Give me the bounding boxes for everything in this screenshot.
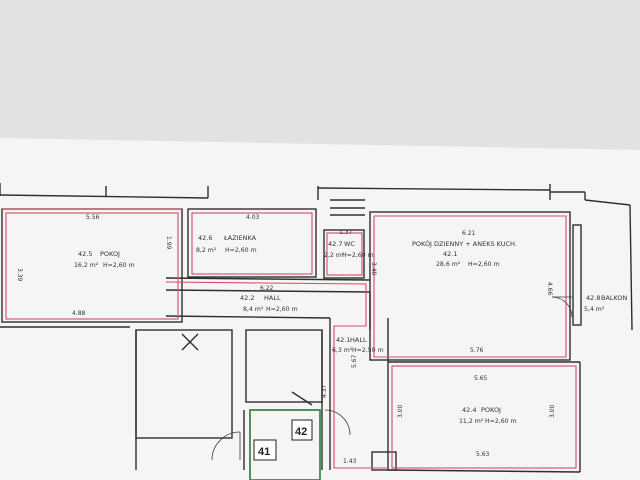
room-id-hall-2: 42.1 — [336, 336, 350, 344]
dim-4-66: 4.66 — [546, 282, 553, 296]
room-height-42-2: H=2,60 m — [266, 306, 298, 313]
dim-5-56: 5.56 — [86, 214, 100, 221]
room-area-42-4: 11,2 m² — [459, 418, 484, 425]
dim-5-67: 5.67 — [351, 354, 358, 368]
dim-3-39: 3.39 — [16, 268, 23, 282]
dim-3-00-right: 3.00 — [549, 404, 556, 418]
room-area-42-2: 8,4 m² — [243, 306, 264, 313]
room-id-42-5: 42.5 — [78, 250, 92, 258]
room-name-lazienka: ŁAZIENKA — [223, 234, 257, 242]
room-labels: 42.5 POKOJ 16,2 m² H=2,60 m 42.6 ŁAZIENK… — [74, 234, 628, 425]
room-area-42-5: 16,2 m² — [74, 262, 99, 269]
dim-3-00-left: 3.00 — [397, 404, 404, 418]
dim-5-65: 5.65 — [474, 375, 488, 382]
outer-walls — [0, 183, 633, 473]
room-area-42-6: 8,2 m² — [196, 247, 217, 254]
room-id-42-1: 42.1 — [443, 250, 457, 258]
door-swings — [211, 296, 573, 461]
room-outlines — [2, 208, 577, 469]
entry-frame — [249, 409, 321, 480]
dim-1-99: 1.99 — [165, 236, 172, 250]
dim-3-40: 3.40 — [370, 262, 377, 276]
dim-6-21: 6.21 — [462, 230, 476, 237]
unit-41-box — [253, 439, 277, 461]
room-name-wc: WC — [344, 240, 355, 248]
room-id-42-6: 42.6 — [198, 234, 212, 242]
room-height-42-6: H=2,60 m — [225, 247, 257, 254]
room-area-42-7: 2,2 m² — [324, 252, 345, 259]
dim-5-76: 5.76 — [470, 347, 484, 354]
dim-1-43: 1.43 — [343, 458, 357, 465]
dim-4-03: 4.03 — [246, 214, 260, 221]
dim-6-22: 6.22 — [260, 285, 274, 292]
room-id-42-8: 42.8 — [586, 294, 600, 302]
room-height-42-5: H=2,60 m — [103, 262, 135, 269]
room-name-hall: HALL — [264, 294, 281, 302]
room-height-42-7: H=2,60 m — [342, 252, 374, 259]
dim-5-63: 5.63 — [476, 451, 490, 458]
unit-42-box — [291, 419, 313, 441]
room-name-dzienny: POKÓJ DZIENNY + ANEKS KUCH. — [412, 239, 517, 248]
dimension-labels: 5.56 4.03 6.21 3.39 1.99 1.37 3.40 4.66 … — [16, 214, 556, 465]
room-name-hall-2: HALL — [350, 336, 367, 344]
paper-sheet — [0, 138, 640, 480]
room-height-hall-2: H=2,50 m — [352, 347, 384, 354]
dim-4-88: 4.88 — [72, 310, 86, 317]
room-name-balkon: BALKON — [601, 294, 628, 302]
unit-41-label: 41 — [258, 446, 270, 458]
room-id-42-7: 42.7 — [328, 240, 342, 248]
room-id-42-2: 42.2 — [240, 294, 254, 302]
room-name-pokoj: POKOJ — [100, 250, 120, 258]
room-area-42-8: 5,4 m² — [584, 306, 605, 313]
room-area-hall-2: 6,3 m² — [332, 347, 353, 354]
room-name-pokoj-2: POKOJ — [481, 406, 501, 414]
room-id-42-4: 42.4 — [462, 406, 476, 414]
room-height-42-1: H=2,60 m — [468, 261, 500, 268]
room-height-42-4: H=2,60 m — [485, 418, 517, 425]
unit-42-label: 42 — [295, 426, 307, 438]
dim-1-37: 1.37 — [339, 229, 353, 236]
dim-4-37: 4.37 — [321, 384, 328, 398]
room-area-42-1: 28,6 m² — [436, 261, 461, 268]
